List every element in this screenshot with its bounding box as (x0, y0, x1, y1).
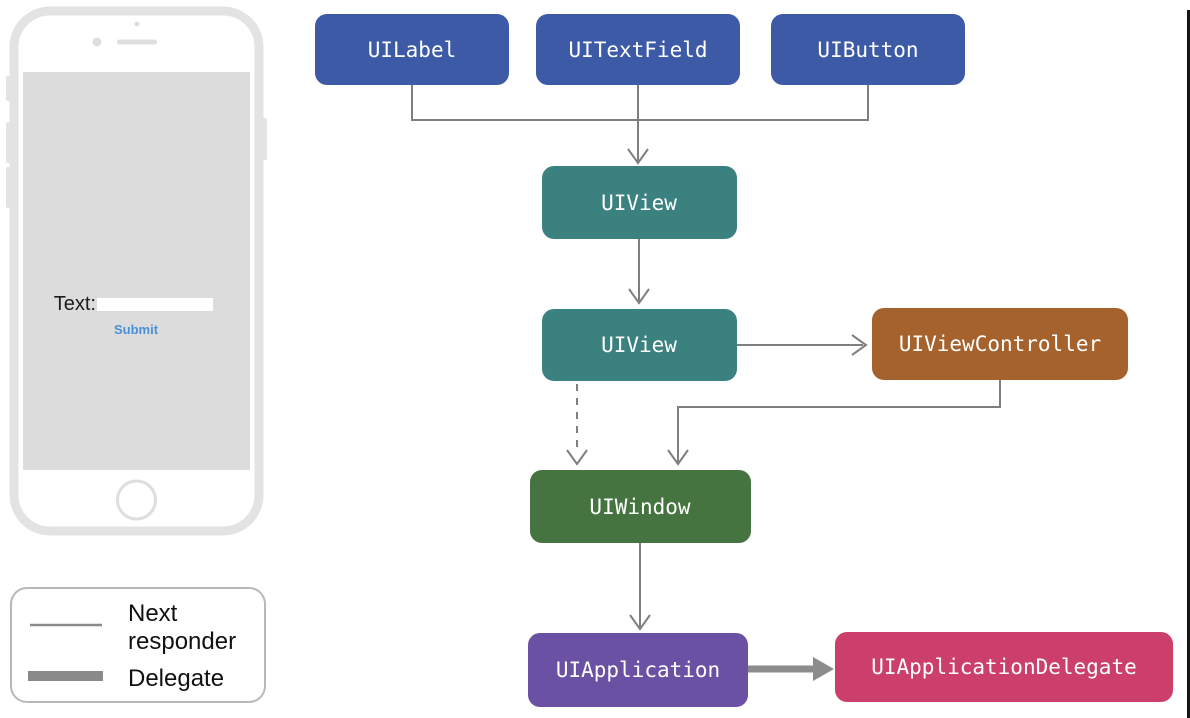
arrowhead-into-uiviewcontroller (851, 334, 868, 356)
arrowhead-solid-into-uiwindow (667, 449, 689, 466)
text-input (97, 298, 213, 311)
edges (411, 85, 1001, 681)
node-uiapplication-label: UIApplication (556, 658, 720, 682)
node-uilabel-label: UILabel (368, 38, 457, 62)
phone-home-button (116, 479, 157, 521)
node-uiview-lower-box (542, 309, 737, 381)
node-uibutton-label: UIButton (817, 38, 918, 62)
edge-top-row-merge (411, 85, 869, 121)
legend-delegate-label: Delegate (128, 665, 224, 692)
phone-camera-icon (92, 37, 102, 47)
node-uiapplicationdelegate-label: UIApplicationDelegate (871, 655, 1137, 679)
node-uiview-upper: UIView (542, 166, 737, 239)
phone-top-dot (134, 21, 140, 27)
text-field-label: Text: (54, 293, 96, 315)
node-uiview-lower: UIView (542, 309, 737, 381)
edge-uiviewcontroller-to-uiwindow (677, 380, 1001, 462)
node-uibutton: UIButton (771, 14, 965, 85)
arrowhead-into-uiview-upper (627, 148, 649, 165)
node-uiview-upper-label: UIView (601, 191, 677, 215)
node-uilabel-box (315, 14, 509, 85)
node-uiviewcontroller-label: UIViewController (899, 332, 1101, 356)
node-uiapplicationdelegate: UIApplicationDelegate (835, 632, 1173, 702)
node-uiviewcontroller-box (872, 308, 1128, 380)
arrowhead-into-uiview-lower (628, 288, 650, 305)
node-uiviewcontroller: UIViewController (872, 308, 1128, 380)
legend-next-responder-label-line1: Next (128, 600, 178, 627)
node-uiapplication-box (528, 633, 748, 707)
node-uiwindow: UIWindow (530, 470, 751, 543)
arrowhead-into-uiapplication (629, 614, 651, 631)
node-uitextfield-label: UITextField (568, 38, 707, 62)
node-uibutton-box (771, 14, 965, 85)
node-uiapplicationdelegate-box (835, 632, 1173, 702)
phone-speaker-icon (117, 39, 157, 45)
legend-delegate-line-sample (28, 671, 103, 681)
node-uitextfield-box (536, 14, 740, 85)
node-uiwindow-label: UIWindow (589, 495, 691, 519)
node-uiwindow-box (530, 470, 751, 543)
arrowhead-dashed-into-uiwindow (566, 449, 588, 466)
screenshot-right-border (1187, 10, 1190, 718)
phone-mockup: Text: Submit (6, 6, 267, 536)
phone-screen (23, 72, 250, 470)
arrowhead-delegate (813, 657, 834, 681)
node-uitextfield: UITextField (536, 14, 740, 85)
legend-next-responder-label-line2: responder (128, 628, 236, 655)
submit-button: Submit (114, 322, 159, 337)
node-uiview-lower-label: UIView (601, 333, 677, 357)
node-uiapplication: UIApplication (528, 633, 748, 707)
node-uiview-upper-box (542, 166, 737, 239)
nodes: UILabel UITextField UIButton UIView UIVi… (315, 14, 1173, 707)
legend: Next responder Delegate (10, 587, 266, 703)
node-uilabel: UILabel (315, 14, 509, 85)
